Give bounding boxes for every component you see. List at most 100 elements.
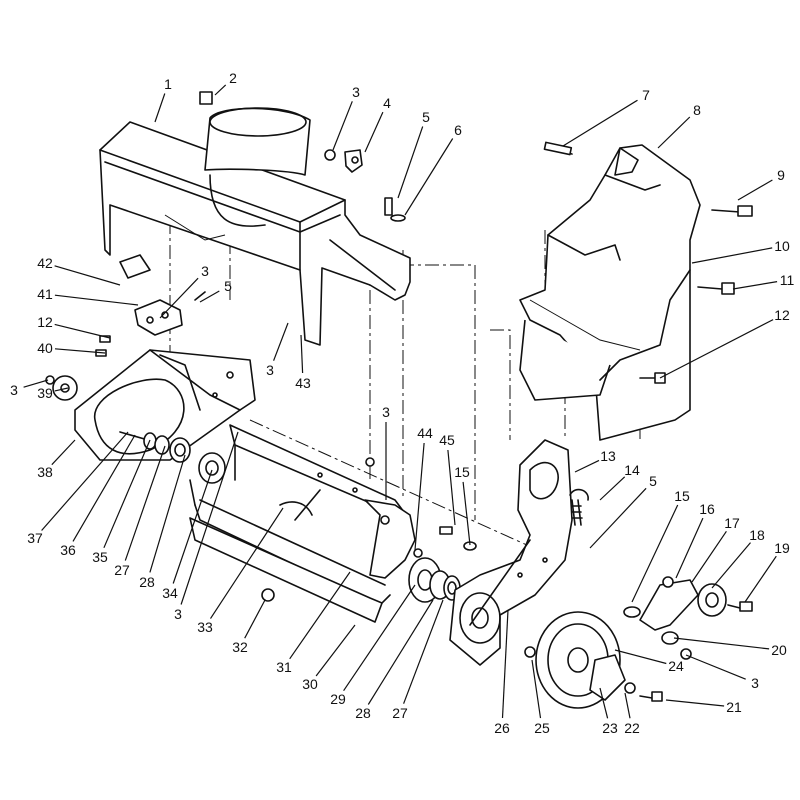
- leader-line-c26: [501, 609, 509, 719]
- callout-c32: 32: [232, 639, 248, 655]
- leader-line-c29: [343, 584, 416, 692]
- leader-line-c2: [214, 84, 227, 96]
- part-41-bracket: [119, 254, 206, 336]
- callout-c22: 22: [624, 720, 640, 736]
- part-26-side-plate: [449, 439, 573, 666]
- spring-assembly: [569, 488, 589, 526]
- callout-c27a: 27: [114, 562, 130, 578]
- leader-line-c32: [244, 599, 266, 639]
- callout-c1: 1: [164, 76, 172, 92]
- callout-c15a: 15: [454, 464, 470, 480]
- leader-line-c23: [599, 687, 609, 719]
- callout-c38: 38: [37, 464, 53, 480]
- callout-c6: 6: [454, 122, 462, 138]
- callout-c8: 8: [693, 102, 701, 118]
- callout-c14: 14: [624, 462, 640, 478]
- leader-line-c15a: [462, 481, 471, 546]
- leader-line-c12b: [54, 323, 111, 339]
- callout-c3c: 3: [266, 362, 274, 378]
- callout-c3d: 3: [10, 382, 18, 398]
- leader-line-c13: [574, 459, 600, 473]
- callout-c16: 16: [699, 501, 715, 517]
- callout-c12a: 12: [774, 307, 790, 323]
- callout-c34: 34: [162, 585, 178, 601]
- leader-line-c27b: [403, 599, 444, 704]
- leader-line-c5c: [589, 487, 647, 549]
- leader-line-c17: [691, 530, 727, 583]
- leader-line-c11: [732, 281, 778, 290]
- callout-c9: 9: [777, 167, 785, 183]
- leader-line-c5b: [199, 290, 220, 303]
- leader-line-c24: [614, 649, 667, 665]
- leader-line-c21: [665, 699, 725, 707]
- hardware-top: [324, 149, 406, 222]
- leader-line-c20: [673, 637, 770, 650]
- leader-line-c5a: [397, 126, 424, 199]
- callout-c3f: 3: [174, 606, 182, 622]
- part-8-belt-cover: [519, 141, 753, 441]
- callout-c35: 35: [92, 549, 108, 565]
- callout-c4: 4: [383, 95, 391, 111]
- leader-line-c43: [300, 334, 304, 374]
- callout-c28a: 28: [139, 574, 155, 590]
- callout-c13: 13: [600, 448, 616, 464]
- callout-c5a: 5: [422, 109, 430, 125]
- leader-line-c40: [54, 348, 106, 354]
- callout-c28b: 28: [355, 705, 371, 721]
- callout-c30: 30: [302, 676, 318, 692]
- leader-line-c42: [54, 265, 121, 286]
- leader-line-c3f: [180, 431, 239, 605]
- callout-c18: 18: [749, 527, 765, 543]
- leader-line-c3c: [273, 322, 289, 361]
- callout-c10: 10: [774, 238, 790, 254]
- center-bracket: [364, 457, 416, 579]
- callout-c12b: 12: [37, 314, 53, 330]
- leader-line-c33: [209, 507, 284, 619]
- callout-c44: 44: [417, 425, 433, 441]
- leader-line-c28a: [149, 454, 186, 573]
- callout-c3b: 3: [201, 263, 209, 279]
- callout-c23: 23: [602, 720, 618, 736]
- leader-line-c14: [599, 476, 626, 501]
- callout-c5c: 5: [649, 473, 657, 489]
- leader-lines: [23, 84, 778, 719]
- leader-line-c3g: [685, 654, 746, 680]
- part-2-clip: [199, 91, 213, 105]
- leader-line-c3d: [23, 379, 49, 388]
- leader-line-c30: [315, 624, 356, 677]
- callout-c31: 31: [276, 659, 292, 675]
- leader-line-c36: [72, 434, 136, 542]
- leader-line-c7: [562, 99, 638, 147]
- callout-c42: 42: [37, 255, 53, 271]
- idler-arm-assembly: [623, 576, 753, 660]
- callout-c11: 11: [780, 272, 795, 288]
- callout-c2: 2: [229, 70, 237, 86]
- leader-line-c39: [54, 387, 69, 392]
- callout-c26: 26: [494, 720, 510, 736]
- leader-line-c10: [691, 247, 773, 264]
- callout-c3e: 3: [382, 404, 390, 420]
- callout-c19: 19: [774, 540, 790, 556]
- leader-line-c34: [172, 469, 213, 584]
- callout-c7: 7: [642, 87, 650, 103]
- leader-line-c31: [289, 571, 351, 660]
- callout-c40: 40: [37, 340, 53, 356]
- callout-c33: 33: [197, 619, 213, 635]
- callout-c27b: 27: [392, 705, 408, 721]
- right-bearing: [408, 526, 477, 603]
- callout-c24: 24: [668, 658, 684, 674]
- callout-c43: 43: [295, 375, 311, 391]
- leader-line-c35: [103, 439, 151, 549]
- leader-line-c25: [531, 659, 542, 719]
- callout-c41: 41: [37, 286, 53, 302]
- callout-c37: 37: [27, 530, 43, 546]
- leader-line-c28b: [367, 599, 434, 705]
- leader-line-c18: [711, 542, 751, 589]
- leader-line-c38: [51, 439, 76, 466]
- callout-c39: 39: [37, 385, 53, 401]
- callout-c36: 36: [60, 542, 76, 558]
- part-32-nut: [261, 588, 275, 602]
